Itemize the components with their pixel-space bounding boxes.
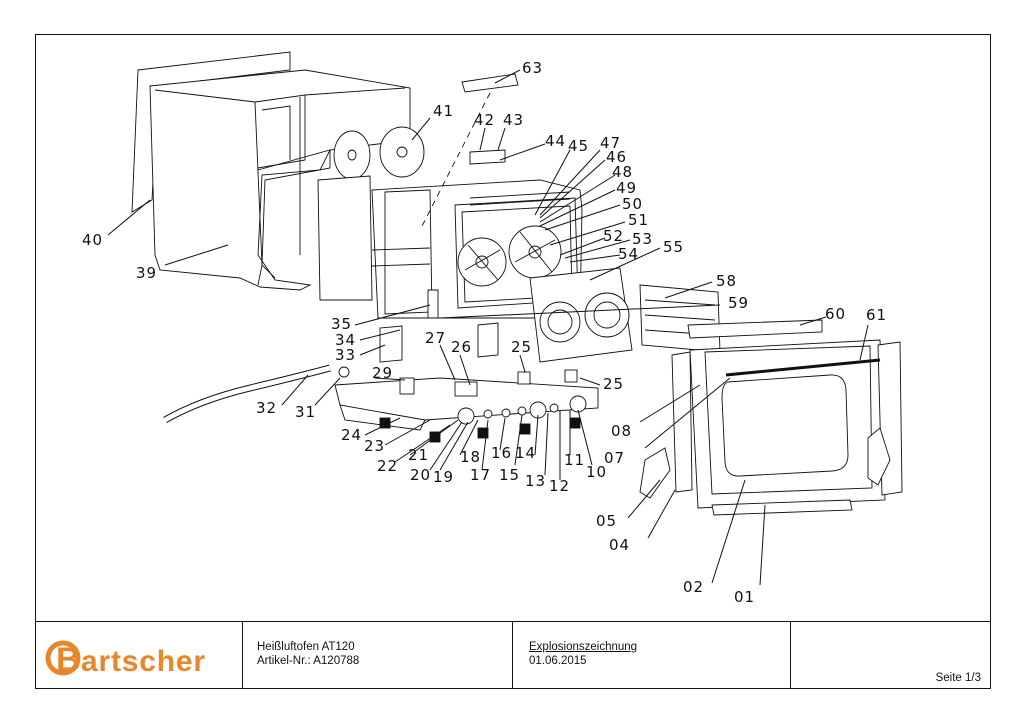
callout-label: 51 [628, 211, 650, 229]
drawing-type: Explosionszeichnung [529, 641, 638, 653]
callout-label: 44 [545, 132, 567, 150]
callout-label: 40 [82, 231, 104, 249]
product-cell: Heißluftofen AT120 Artikel-Nr.: A120788 [242, 622, 512, 689]
bartscher-logo: B artscher [45, 640, 205, 679]
top-bracket [469, 149, 506, 165]
housing-casing [149, 69, 411, 291]
door-assembly [639, 339, 903, 516]
side-bracket [379, 325, 403, 363]
callout-label: 41 [433, 102, 455, 120]
page-number: Seite 1/3 [935, 672, 981, 684]
callout-label: 18 [460, 448, 482, 466]
callout-label: 63 [522, 59, 544, 77]
oven-racks [639, 284, 721, 353]
callout-label: 34 [335, 331, 357, 349]
fan-guard-plate [529, 267, 633, 363]
callout-label: 39 [136, 264, 158, 282]
callout-label: 49 [616, 179, 638, 197]
callout-label: 32 [256, 399, 278, 417]
callout-label: 23 [364, 437, 386, 455]
callout-label: 53 [632, 230, 654, 248]
callout-label: 14 [515, 444, 537, 462]
callout-label: 52 [603, 227, 625, 245]
callout-label: 07 [604, 449, 626, 467]
callout-label: 08 [611, 422, 633, 440]
callout-label: 61 [866, 306, 888, 324]
callout-label: 22 [377, 457, 399, 475]
callout-label: 60 [825, 305, 847, 323]
insulation-panel [317, 175, 373, 301]
callout-label: 55 [663, 238, 685, 256]
callout-label: 21 [408, 446, 430, 464]
callout-label: 13 [525, 472, 547, 490]
callout-label: 58 [716, 272, 738, 290]
callout-label: 12 [549, 477, 571, 495]
svg-text:B: B [56, 641, 81, 679]
callout-label: 25 [511, 338, 533, 356]
callout-label: 24 [341, 426, 363, 444]
callout-label: 02 [683, 578, 705, 596]
callout-label: 50 [622, 195, 644, 213]
callout-label: 54 [618, 245, 640, 263]
callout-label: 15 [499, 466, 521, 484]
callout-label: 29 [372, 364, 394, 382]
callout-label: 16 [491, 444, 513, 462]
callout-label: 33 [335, 346, 357, 364]
callout-label: 48 [612, 163, 634, 181]
callout-label: 11 [564, 451, 586, 469]
control-panel [334, 377, 599, 443]
drawing-date: 01.06.2015 [529, 655, 587, 667]
callout-label: 01 [734, 588, 756, 606]
callout-label: 17 [470, 466, 492, 484]
leader-lines [107, 69, 869, 586]
logo-cell: B artscher [35, 622, 242, 689]
callout-label: 05 [596, 512, 618, 530]
callout-label: 46 [606, 148, 628, 166]
door-seal [687, 319, 823, 339]
callout-label: 27 [425, 329, 447, 347]
callout-label: 26 [451, 338, 473, 356]
article-number: Artikel-Nr.: A120788 [257, 655, 360, 667]
callout-label: 20 [410, 466, 432, 484]
callout-label: 04 [609, 536, 631, 554]
drawing-frame [35, 34, 991, 689]
callout-label: 42 [474, 111, 496, 129]
callout-label: 59 [728, 294, 750, 312]
callout-label: 10 [586, 463, 608, 481]
callout-label: 43 [503, 111, 525, 129]
product-name: Heißluftofen AT120 [257, 641, 355, 653]
callout-label: 19 [433, 468, 455, 486]
callout-label: 45 [568, 137, 590, 155]
callout-label: 25 [603, 375, 625, 393]
callout-label: 47 [600, 134, 622, 152]
title-block: B artscher Heißluftofen AT120 Artikel-Nr… [35, 621, 991, 689]
vent-part [461, 73, 519, 93]
page-cell: Seite 1/3 [790, 622, 989, 689]
drawing-info-cell: Explosionszeichnung 01.06.2015 [512, 622, 790, 689]
svg-text:artscher: artscher [81, 645, 205, 678]
callout-label: 35 [331, 315, 353, 333]
callout-label: 31 [295, 403, 317, 421]
